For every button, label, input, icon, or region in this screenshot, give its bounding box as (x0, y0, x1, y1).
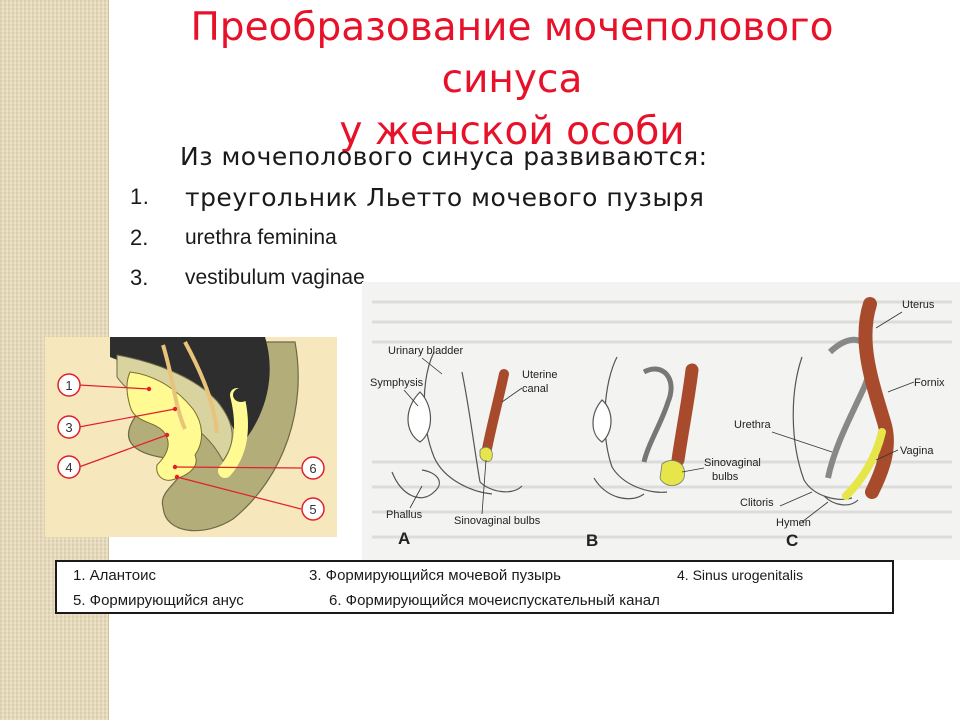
label-uterine-canal-2: canal (522, 383, 548, 395)
label-fornix: Fornix (914, 377, 945, 389)
panel-label-b: B (586, 531, 598, 550)
hymen-c (823, 495, 859, 506)
list-number: 3. (130, 265, 149, 290)
list-item-1: 1. треугольник Льетто мочевого пузыря (130, 180, 704, 214)
marker-label-1: 1 (65, 378, 72, 393)
hindgut-tube (218, 388, 248, 478)
label-sinovaginal-bulbs-b2: bulbs (712, 471, 739, 483)
leader-line-6 (174, 466, 302, 469)
vagina-c (842, 428, 886, 500)
label-uterine-canal-1: Uterine (522, 369, 557, 381)
panel-a (391, 351, 523, 499)
legend-item-5: 5. Формирующийся анус (73, 592, 244, 609)
label-hymen: Hymen (776, 517, 811, 529)
label-symphysis: Symphysis (370, 377, 424, 389)
leader-line-4 (78, 434, 168, 468)
bladder-c (825, 336, 873, 479)
legend-item-4: 4. Sinus urogenitalis (677, 567, 804, 583)
label-clitoris: Clitoris (740, 497, 774, 509)
hindgut-opening (233, 388, 249, 402)
uterine-canal-b (671, 363, 699, 467)
marker-label-3: 3 (65, 420, 72, 435)
label-phallus: Phallus (386, 509, 423, 521)
urethra-line-a (461, 371, 481, 483)
marker-dot-4 (164, 432, 170, 438)
bladder-b (641, 366, 674, 463)
title-line-3: у женской особи (339, 109, 685, 154)
slide-title: Преобразование мочеполового синуса у жен… (112, 2, 912, 158)
leader-line-5 (176, 476, 302, 510)
allantois-tube-2 (183, 341, 219, 434)
legend-item-6: 6. Формирующийся мочеиспускательный кана… (329, 592, 660, 609)
marker-circle-5 (301, 497, 325, 521)
legend-item-1: 1. Алантоис (73, 567, 156, 584)
leader-line-1 (78, 384, 150, 390)
legend-item-3: 3. Формирующийся мочевой пузырь (309, 567, 561, 584)
urogenital-sinus-yellow (126, 371, 202, 481)
marker-circle-4 (57, 455, 81, 479)
intro-text: Из мочеполового синуса развиваются: (180, 142, 708, 171)
symphysis-b (592, 399, 612, 443)
marker-circle-1 (57, 373, 81, 397)
panel-c (792, 297, 894, 506)
leader-line-3 (78, 408, 176, 428)
title-line-2: синуса (441, 57, 583, 102)
symphysis-a (407, 391, 432, 443)
label-vagina: Vagina (900, 445, 934, 457)
perineum-a (479, 481, 523, 493)
bladder-outline-b (604, 356, 668, 493)
marker-dot-1 (146, 386, 152, 392)
sinovaginal-bulb-a (479, 446, 493, 462)
marker-label-6: 6 (309, 461, 316, 476)
label-sinovaginal-bulbs-b1: Sinovaginal (704, 457, 761, 469)
embryo-section-diagram: 1 3 4 6 5 (45, 337, 337, 537)
panel-b (592, 356, 699, 500)
phallus-a (391, 469, 440, 499)
bladder-outline-a (423, 351, 493, 495)
label-uterus: Uterus (902, 299, 935, 311)
list-item-2: 2. urethra feminina (130, 221, 337, 255)
bladder-outline-c (792, 356, 853, 500)
sinovaginal-bulbs-b (659, 460, 686, 486)
list-text: треугольник Льетто мочевого пузыря (185, 182, 705, 212)
list-number: 1. (130, 184, 150, 209)
panel-label-c: C (786, 531, 798, 550)
label-urethra: Urethra (734, 419, 772, 431)
background-text-texture (372, 300, 952, 539)
marker-label-5: 5 (309, 502, 316, 517)
allantois-tube (161, 344, 187, 430)
perineum-b (593, 477, 645, 500)
uterus-c (858, 297, 894, 499)
panel-label-a: A (398, 529, 410, 548)
vagina-development-diagram: Urinary bladder Uterine canal Symphysis … (362, 282, 960, 560)
title-line-1: Преобразование мочеполового (190, 5, 834, 50)
legend-box: 1. Алантоис 3. Формирующийся мочевой пуз… (55, 560, 894, 614)
list-number: 2. (130, 225, 149, 250)
label-urinary-bladder: Urinary bladder (388, 345, 464, 357)
marker-label-4: 4 (65, 460, 72, 475)
label-leader-lines (403, 311, 915, 523)
list-text: urethra feminina (185, 226, 337, 249)
list-text: vestibulum vaginae (185, 266, 365, 289)
label-sinovaginal-bulbs-a: Sinovaginal bulbs (454, 515, 541, 527)
marker-circle-6 (301, 456, 325, 480)
marker-circle-3 (57, 415, 81, 439)
list-item-3: 3. vestibulum vaginae (130, 261, 365, 295)
